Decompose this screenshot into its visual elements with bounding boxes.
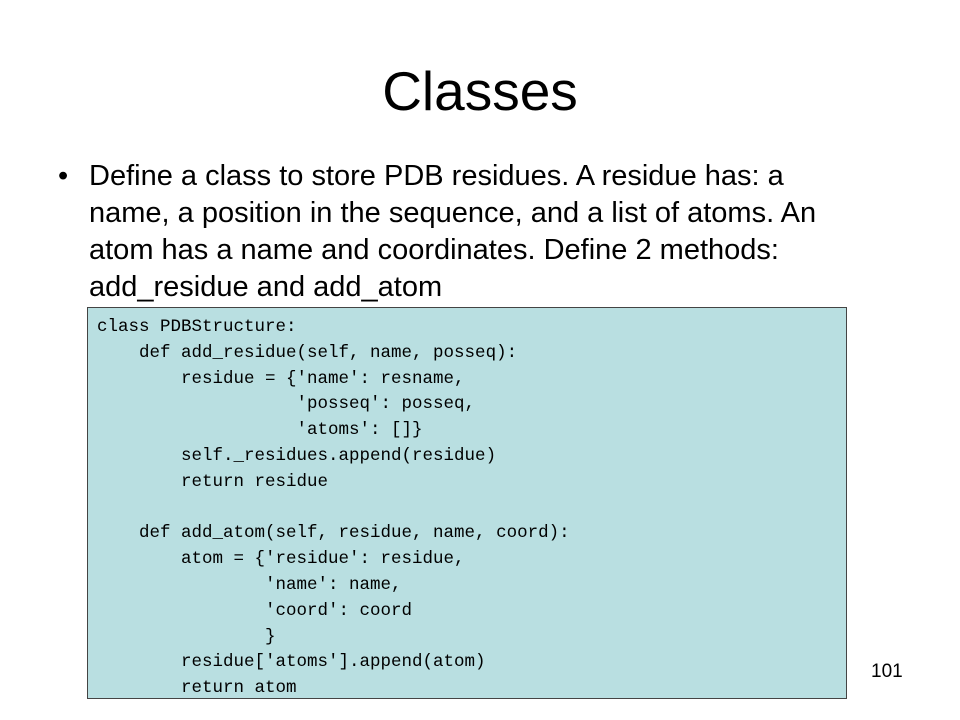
code-line: return atom — [97, 678, 297, 699]
bullet-symbol: • — [58, 160, 69, 192]
code-line: 'name': name, — [97, 574, 402, 595]
bullet-text: Define a class to store PDB residues. A … — [89, 160, 817, 303]
bullet-item: • Define a class to store PDB residues. … — [58, 158, 918, 306]
code-line: 'coord': coord — [97, 600, 413, 621]
code-line: self._residues.append(residue) — [97, 445, 497, 466]
code-line: residue['atoms'].append(atom) — [97, 652, 486, 673]
code-line: class PDBStructure: — [97, 317, 297, 337]
code-line: 'posseq': posseq, — [97, 394, 476, 415]
code-line: atom = {'residue': residue, — [97, 549, 465, 570]
code-line: def add_residue(self, name, posseq): — [97, 342, 518, 363]
code-line: def add_atom(self, residue, name, coord)… — [97, 523, 570, 544]
code-line: residue = {'name': resname, — [97, 368, 465, 389]
code-listing: class PDBStructure: def add_residue(self… — [88, 308, 846, 702]
page-number: 101 — [871, 661, 903, 682]
code-line: return residue — [97, 471, 329, 492]
code-line: } — [97, 626, 276, 647]
code-line — [97, 496, 846, 522]
slide-title: Classes — [382, 60, 578, 122]
code-block: class PDBStructure: def add_residue(self… — [87, 307, 847, 699]
code-line: 'atoms': []} — [97, 420, 423, 441]
